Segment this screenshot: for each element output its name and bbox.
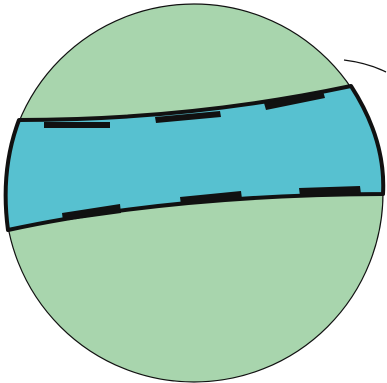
top-tick-1 (44, 122, 110, 128)
outer-arc-stroke (344, 60, 386, 72)
